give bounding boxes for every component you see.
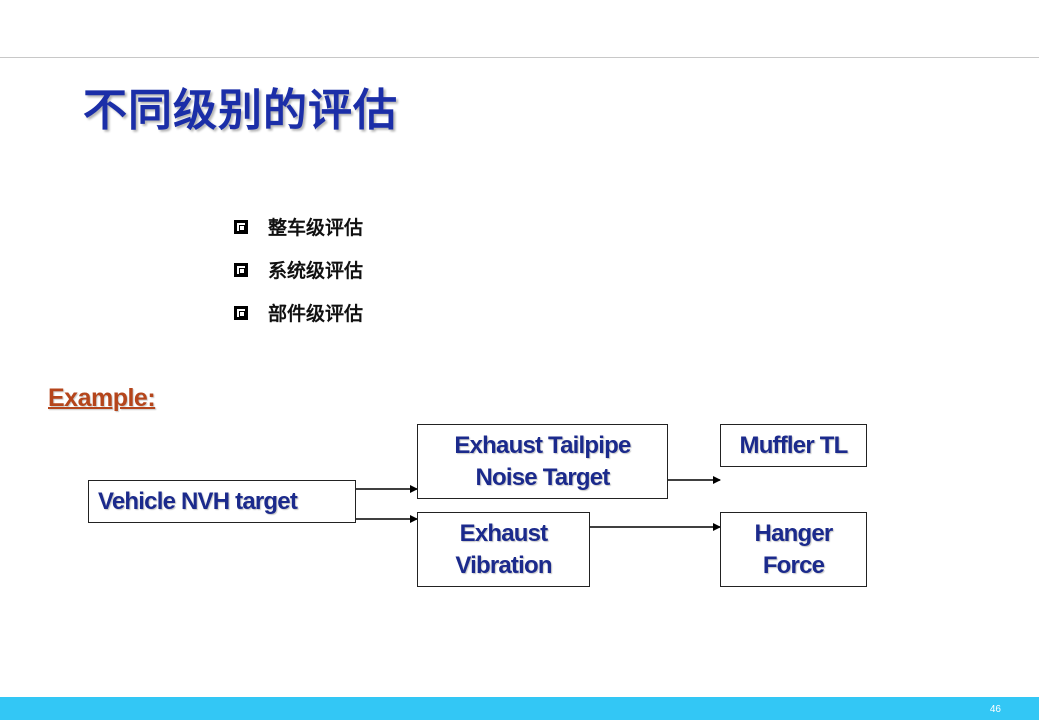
node-label: Hanger Force <box>754 519 834 579</box>
checkbox-icon <box>234 219 248 234</box>
node-vehicle-nvh-target: Vehicle NVH target <box>88 480 356 523</box>
node-exhaust-tailpipe-noise-target: Exhaust Tailpipe Noise Target <box>417 424 668 499</box>
checkbox-icon <box>234 305 248 320</box>
slide-title: 不同级别的评估 <box>83 85 398 136</box>
bullet-item: 系统级评估 <box>234 248 363 291</box>
bullet-list: 整车级评估 系统级评估 部件级评估 <box>234 205 363 334</box>
bullet-item: 部件级评估 <box>234 291 363 334</box>
node-label: Exhaust Vibration <box>455 519 552 579</box>
page-number: 46 <box>989 704 1001 715</box>
node-hanger-force: Hanger Force <box>720 512 867 587</box>
bullet-label: 系统级评估 <box>268 260 364 282</box>
bullet-label: 部件级评估 <box>268 303 364 325</box>
footer-bar: 46 <box>0 697 1039 720</box>
node-muffler-tl: Muffler TL <box>720 424 867 467</box>
example-label: Example: <box>48 384 156 412</box>
checkbox-icon <box>234 262 248 277</box>
node-exhaust-vibration: Exhaust Vibration <box>417 512 590 587</box>
node-label: Vehicle NVH target <box>98 487 298 515</box>
node-label: Muffler TL <box>739 431 849 459</box>
node-label: Exhaust Tailpipe Noise Target <box>454 431 631 491</box>
bullet-label: 整车级评估 <box>268 217 364 239</box>
bullet-item: 整车级评估 <box>234 205 363 248</box>
header-divider <box>0 57 1039 58</box>
